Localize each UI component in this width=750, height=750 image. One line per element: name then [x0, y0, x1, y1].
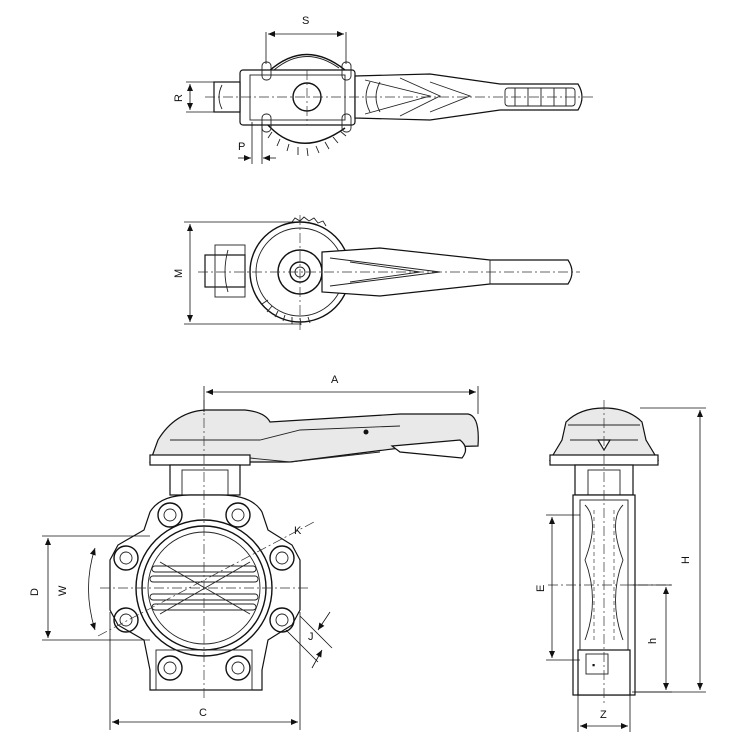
dim-label-K: K [294, 525, 302, 537]
dimension-W: W [57, 547, 96, 631]
dimension-E: E [535, 514, 580, 661]
dim-label-J: J [308, 631, 314, 643]
dimension-K: K [294, 525, 302, 537]
dimension-A: A [203, 374, 479, 414]
top-view [205, 53, 595, 157]
dim-label-M: M [173, 269, 185, 278]
dim-label-W: W [57, 585, 69, 596]
dim-label-Z: Z [600, 709, 607, 721]
middle-view [198, 215, 580, 330]
dim-label-S: S [302, 15, 309, 27]
dimension-S: S [265, 15, 347, 64]
dim-label-A: A [331, 374, 339, 386]
dimension-M: M [173, 221, 300, 325]
bolt-lugs [113, 502, 295, 681]
dim-label-C: C [199, 707, 207, 719]
dim-label-R: R [173, 94, 185, 102]
dim-label-h: h [647, 638, 659, 644]
dim-label-D: D [29, 588, 41, 596]
dim-label-H: H [680, 556, 692, 564]
svg-text:▪: ▪ [592, 660, 595, 670]
front-view [97, 400, 479, 700]
dim-label-E: E [535, 585, 547, 592]
side-view: ▪ [548, 400, 672, 706]
dimension-h: h [630, 584, 672, 693]
dimension-P: P [238, 122, 276, 164]
dim-label-P: P [238, 141, 245, 153]
gear-teeth [267, 130, 347, 157]
dimension-J: J [285, 611, 333, 669]
dimension-C: C [109, 612, 301, 730]
dimension-Z: Z [577, 695, 631, 732]
dimension-D: D [29, 535, 150, 641]
dimension-R: R [173, 81, 214, 113]
